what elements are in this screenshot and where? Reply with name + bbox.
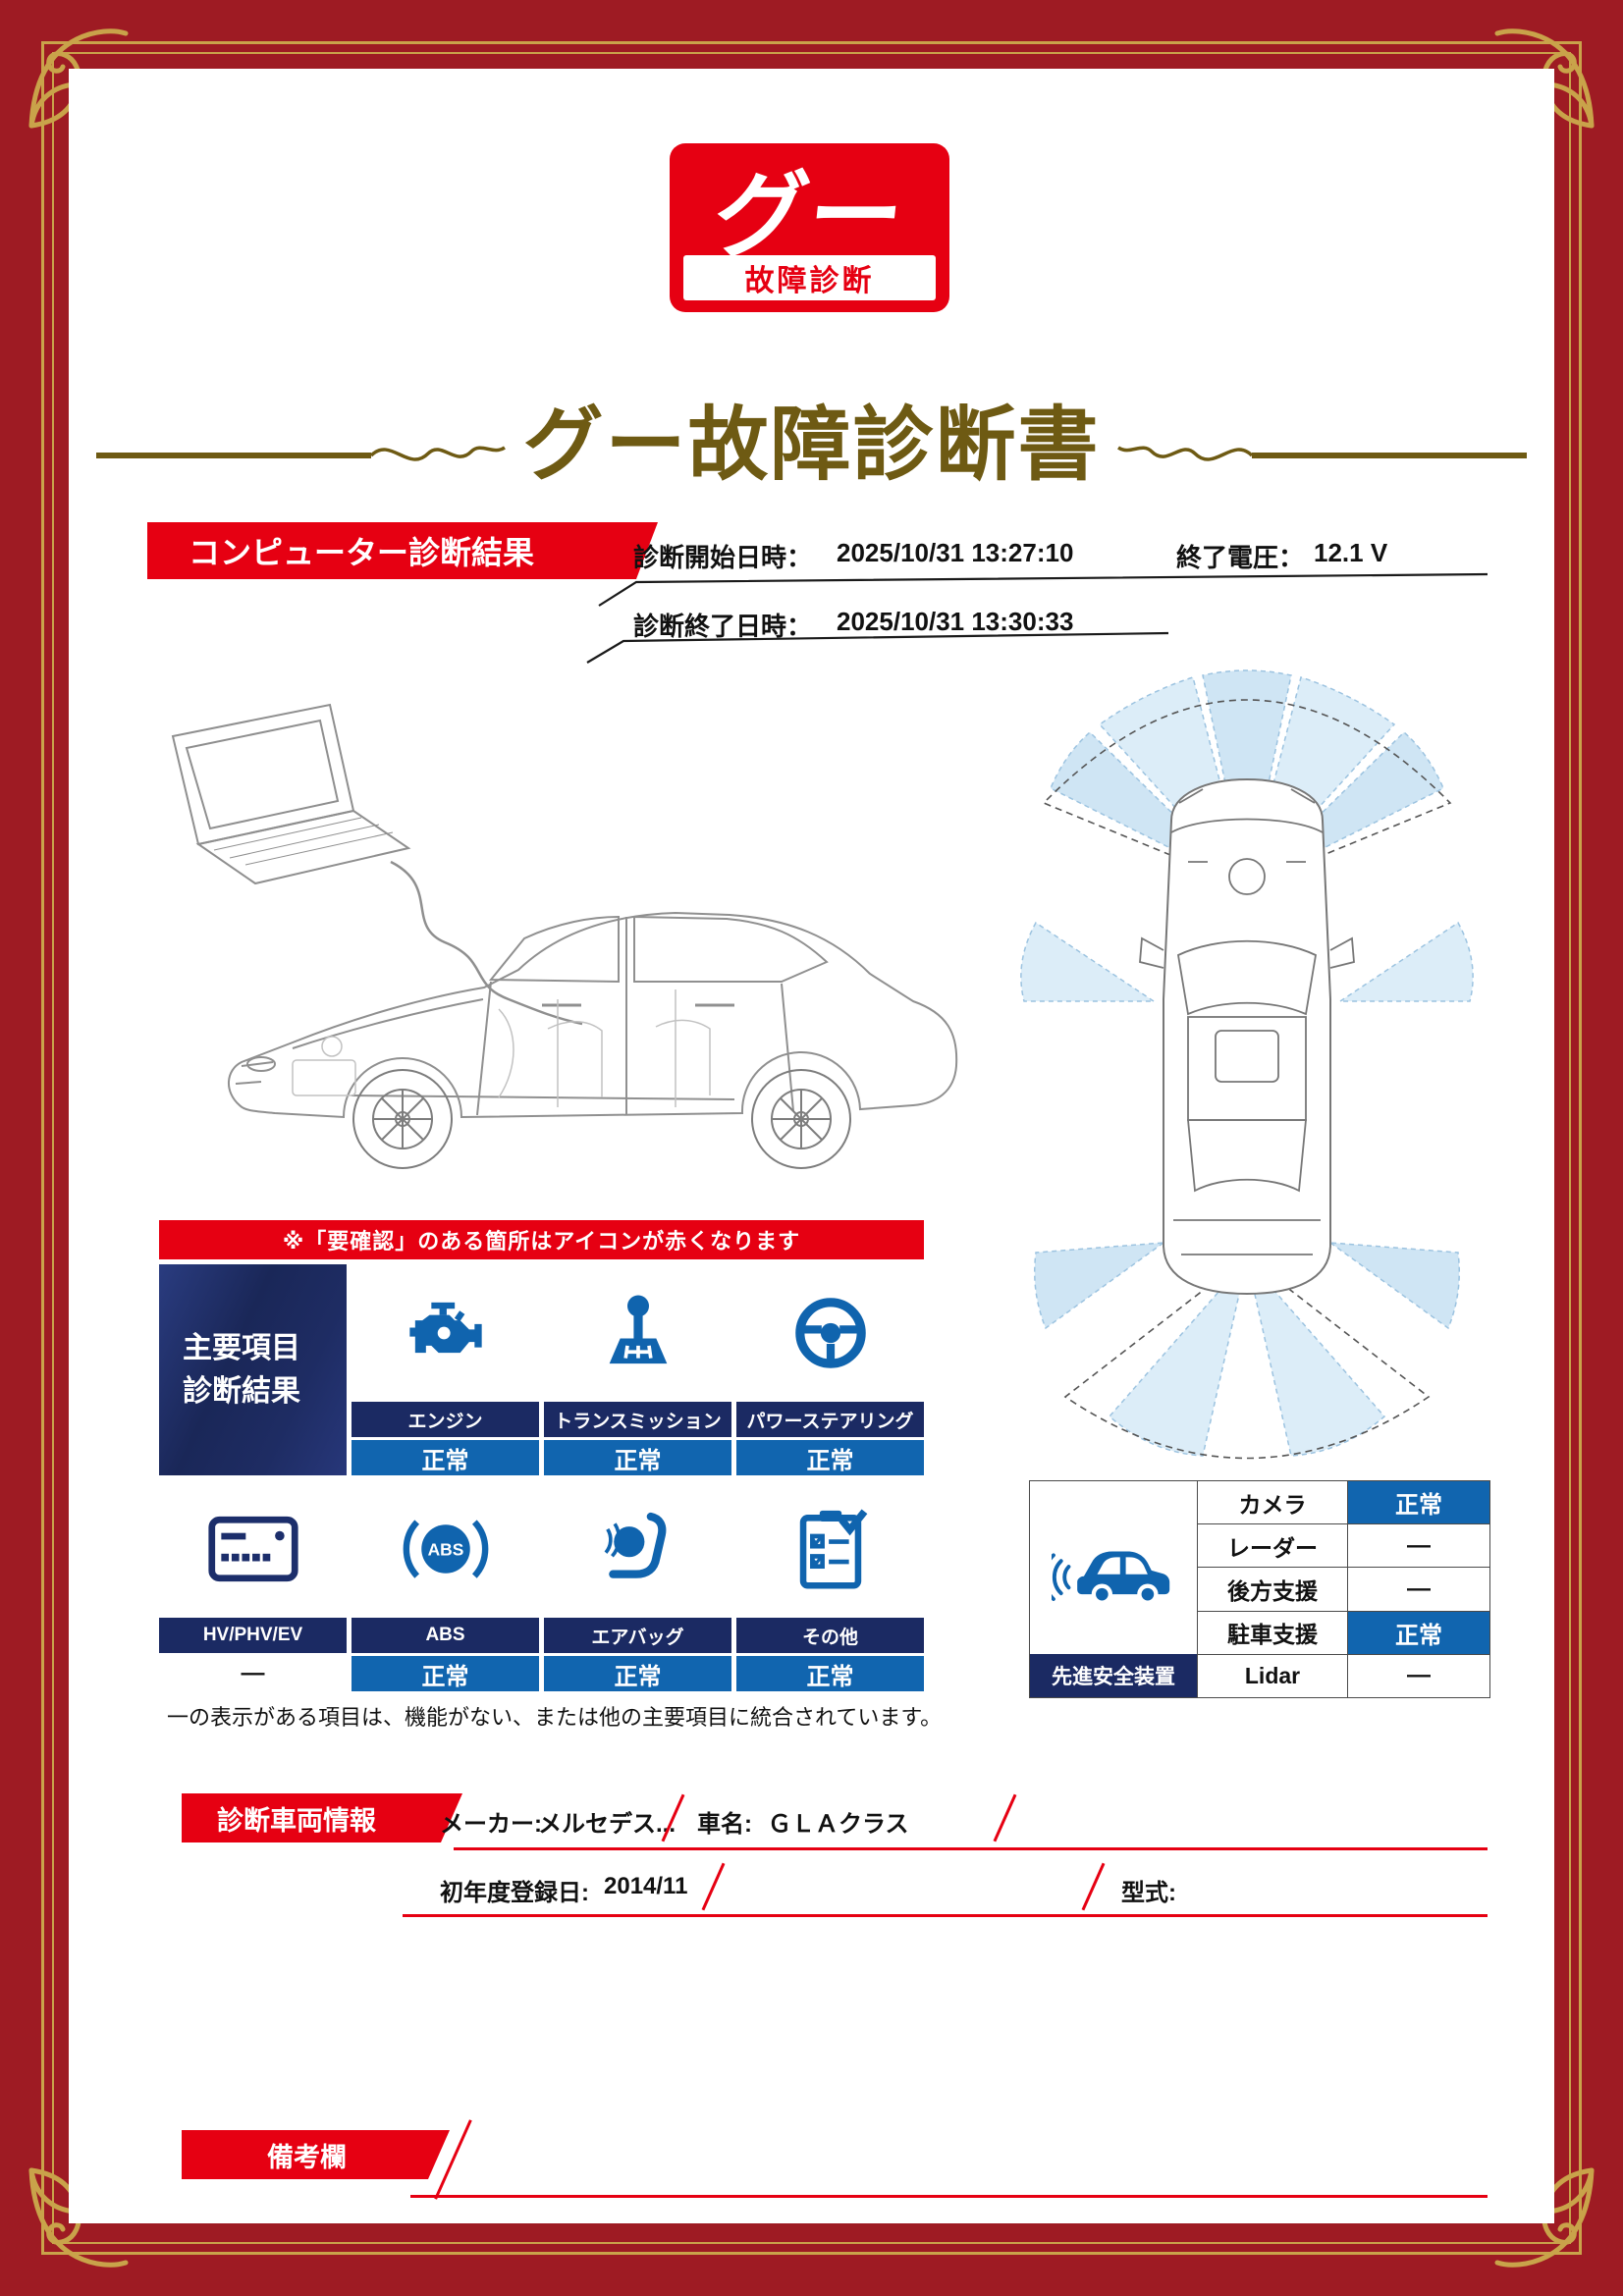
- diagnosis-start-label: 診断開始日時：: [633, 543, 813, 572]
- diagnosis-cell-other: その他 正常: [736, 1480, 924, 1691]
- diagnosis-cell-engine: エンジン 正常: [352, 1264, 539, 1475]
- other-icon: [736, 1480, 924, 1618]
- diagnosis-item-status: 正常: [736, 1440, 924, 1475]
- maker-label: メーカー:: [440, 1811, 542, 1838]
- safety-row-label: 後方支援: [1197, 1567, 1348, 1612]
- engine-icon: [352, 1264, 539, 1402]
- remarks-banner: 備考欄: [182, 2130, 450, 2179]
- diagnosis-item-label: パワーステアリング: [736, 1402, 924, 1437]
- hv-phv-ev-icon: [159, 1480, 347, 1618]
- diagnosis-cell-hv-phv-ev: HV/PHV/EV —: [159, 1480, 347, 1691]
- vehicle-info-banner: 診断車両情報: [182, 1793, 462, 1842]
- dash-footnote: 一の表示がある項目は、機能がない、または他の主要項目に統合されています。: [167, 1705, 943, 1730]
- remarks-divider: [410, 2195, 1488, 2198]
- goo-logo-sub-text: 故障診断: [683, 255, 936, 300]
- main-items-header: 主要項目 診断結果: [159, 1264, 347, 1475]
- page-title: グー故障診断書: [522, 400, 1101, 490]
- diagnosis-item-label: HV/PHV/EV: [159, 1618, 347, 1653]
- safety-devices-table: 先進安全装置 カメラ 正常 レーダー — 後方支援 — 駐車支援 正常 Lida…: [1029, 1479, 1490, 1699]
- main-items-header-line2: 診断結果: [183, 1374, 300, 1408]
- svg-text:ABS: ABS: [427, 1539, 463, 1559]
- safety-row-status: —: [1347, 1567, 1490, 1612]
- vehicle-info-slash: [1081, 1862, 1106, 1911]
- car-name-value: ＧＬＡクラス: [768, 1811, 909, 1838]
- transmission-icon: [544, 1264, 731, 1402]
- diagnosis-end-label: 診断終了日時：: [633, 612, 813, 641]
- end-voltage-value: 12.1 V: [1314, 538, 1388, 567]
- diagnosis-item-label: エアバッグ: [544, 1618, 731, 1653]
- diagnosis-item-label: エンジン: [352, 1402, 539, 1437]
- diagnosis-cell-airbag: エアバッグ 正常: [544, 1480, 731, 1691]
- safety-row-status: 正常: [1347, 1610, 1490, 1655]
- obd-laptop-car-illustration: [171, 703, 958, 1169]
- main-items-header-line1: 主要項目: [183, 1332, 300, 1364]
- diagnosis-start-value: 2025/10/31 13:27:10: [837, 538, 1074, 567]
- diagnosis-item-status: 正常: [544, 1440, 731, 1475]
- diagnosis-item-status: 正常: [736, 1656, 924, 1691]
- vehicle-info-slash: [701, 1862, 726, 1911]
- safety-row-label: 駐車支援: [1197, 1610, 1348, 1655]
- safety-row-status: —: [1347, 1523, 1490, 1569]
- diagnosis-cell-transmission: トランスミッション 正常: [544, 1264, 731, 1475]
- safety-row-status: —: [1347, 1653, 1490, 1699]
- car-name-label: 車名:: [697, 1811, 752, 1838]
- safety-row-label: カメラ: [1197, 1479, 1348, 1525]
- diagnosis-end-value: 2025/10/31 13:30:33: [837, 607, 1074, 636]
- diagnosis-cell-abs: ABS ABS 正常: [352, 1480, 539, 1691]
- power-steering-icon: [736, 1264, 924, 1402]
- title-flourish-left: [96, 446, 506, 461]
- diagnosis-item-label: トランスミッション: [544, 1402, 731, 1437]
- diagnosis-item-status: 正常: [352, 1656, 539, 1691]
- diagnosis-item-status: 正常: [544, 1656, 731, 1691]
- safety-row-status: 正常: [1347, 1479, 1490, 1525]
- end-voltage-label: 終了電圧：: [1176, 543, 1305, 572]
- safety-car-sonar-icon: [1030, 1481, 1197, 1654]
- computer-diagnosis-banner: コンピューター診断結果: [147, 522, 658, 579]
- model-label: 型式:: [1121, 1880, 1176, 1906]
- airbag-icon: [544, 1480, 731, 1618]
- diagnosis-item-status: —: [159, 1656, 347, 1691]
- diagnosis-item-label: ABS: [352, 1618, 539, 1653]
- diagnosis-item-status: 正常: [352, 1440, 539, 1475]
- maker-value: メルセデス...: [538, 1811, 676, 1838]
- vehicle-info-divider-1: [454, 1847, 1488, 1850]
- safety-row-label: Lidar: [1197, 1653, 1348, 1699]
- diagnosis-divider-lines: [586, 572, 1488, 664]
- alert-notice-bar: ※「要確認」のある箇所はアイコンが赤くなります: [159, 1220, 924, 1259]
- safety-row-label: レーダー: [1197, 1523, 1348, 1569]
- vehicle-info-slash: [993, 1793, 1017, 1842]
- goo-logo: グー 故障診断: [670, 143, 949, 312]
- report-content: グー 故障診断 グー故障診断書 コンピューター診断結果 診断開始日時： 2025…: [69, 69, 1554, 2223]
- abs-icon: ABS: [352, 1480, 539, 1618]
- safety-devices-label: 先進安全装置: [1030, 1654, 1197, 1697]
- diagnosis-item-label: その他: [736, 1618, 924, 1653]
- first-registration-label: 初年度登録日:: [440, 1880, 589, 1906]
- first-registration-value: 2014/11: [604, 1873, 688, 1899]
- diagnosis-cell-power-steering: パワーステアリング 正常: [736, 1264, 924, 1475]
- title-flourish-right: [1117, 446, 1527, 461]
- vehicle-info-divider-2: [403, 1914, 1488, 1917]
- car-sensor-coverage-illustration: [1020, 669, 1474, 1460]
